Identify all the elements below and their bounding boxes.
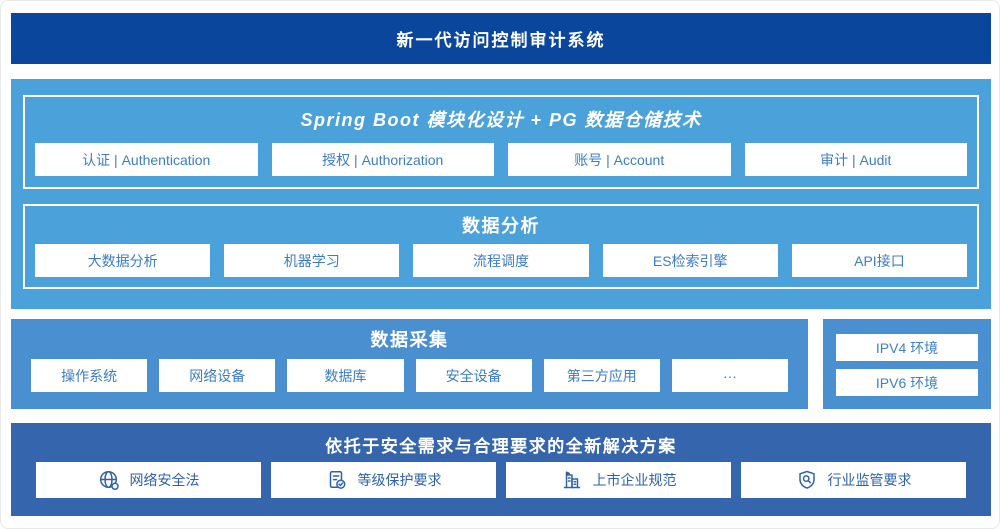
ip-environment-section: IPV4 环境 IPV6 环境 [823,319,991,409]
solution-item-label: 网络安全法 [129,472,200,488]
springboot-items-row: 认证 | Authentication 授权 | Authorization 账… [35,143,967,176]
solution-title: 依托于安全需求与合理要求的全新解决方案 [325,436,677,456]
page-title: 新一代访问控制审计系统 [396,31,606,50]
building-icon [561,469,583,491]
item-api: API接口 [791,244,968,277]
globe-icon [98,469,120,491]
item-es-search-engine: ES检索引擎 [602,244,778,277]
item-authorization: 授权 | Authorization [271,143,494,176]
item-ipv6-env: IPV6 环境 [836,369,978,396]
solution-items-row: 网络安全法 等级保护要求 [36,462,966,498]
module-data-analysis-title: 数据分析 [462,216,540,236]
item-workflow-scheduling: 流程调度 [413,244,589,277]
collection-items-row: 操作系统 网络设备 数据库 安全设备 第三方应用 ··· [31,359,789,392]
analysis-items-row: 大数据分析 机器学习 流程调度 ES检索引擎 API接口 [35,244,968,277]
data-collection-title: 数据采集 [370,330,449,350]
item-cybersecurity-law: 网络安全法 [36,462,261,498]
module-springboot-pg: Spring Boot 模块化设计 + PG 数据仓储技术 认证 | Authe… [23,95,979,189]
document-check-icon [326,469,348,491]
solution-item-label: 等级保护要求 [357,472,442,488]
item-machine-learning: 机器学习 [224,244,400,277]
solution-item-label: 上市企业规范 [592,472,677,488]
item-classified-protection: 等级保护要求 [271,462,496,498]
item-database: 数据库 [287,359,404,392]
item-listed-company-rules: 上市企业规范 [506,462,731,498]
item-third-party-app: 第三方应用 [543,359,660,392]
item-more-ellipsis: ··· [671,359,789,392]
solution-item-label: 行业监管要求 [827,472,912,488]
platform-section: Spring Boot 模块化设计 + PG 数据仓储技术 认证 | Authe… [11,79,991,309]
item-operating-system: 操作系统 [31,359,148,392]
item-security-device: 安全设备 [415,359,532,392]
shield-search-icon [796,469,818,491]
module-data-analysis: 数据分析 大数据分析 机器学习 流程调度 ES检索引擎 API接口 [23,204,979,289]
item-ipv4-env: IPV4 环境 [836,334,978,361]
page-title-bar: 新一代访问控制审计系统 [11,13,991,64]
item-network-device: 网络设备 [159,359,276,392]
item-authentication: 认证 | Authentication [35,143,258,176]
data-collection-section: 数据采集 操作系统 网络设备 数据库 安全设备 第三方应用 ··· [11,319,808,409]
item-audit: 审计 | Audit [744,143,967,176]
item-industry-regulation: 行业监管要求 [741,462,966,498]
item-account: 账号 | Account [508,143,731,176]
module-springboot-title: Spring Boot 模块化设计 + PG 数据仓储技术 [300,110,702,130]
solution-section: 依托于安全需求与合理要求的全新解决方案 网络安全法 [11,423,991,516]
item-bigdata-analysis: 大数据分析 [35,244,211,277]
